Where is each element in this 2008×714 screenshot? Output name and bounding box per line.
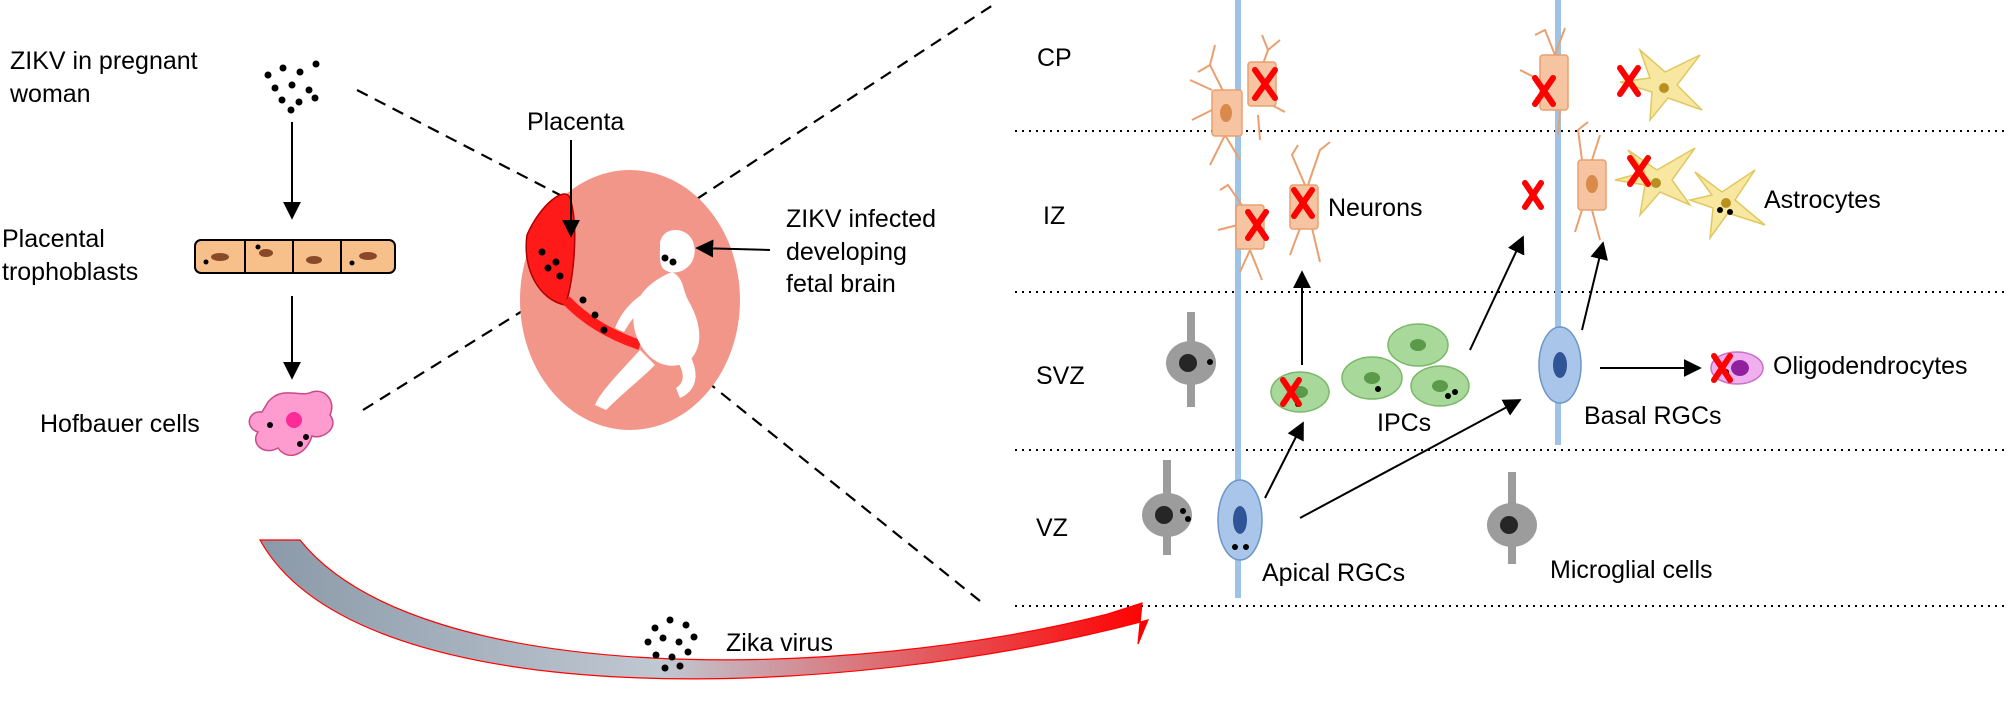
- cell-label-microglial: Microglial cells: [1550, 556, 1713, 584]
- cell-label-basal-rgcs: Basal RGCs: [1584, 402, 1722, 430]
- label-placental-trophoblasts: Placental trophoblasts: [2, 223, 138, 288]
- cell-label-oligodendrocytes: Oligodendrocytes: [1773, 352, 1968, 380]
- cell-death-crosses: [1245, 65, 1733, 407]
- label-zikv-pregnant-line2: woman: [10, 79, 91, 108]
- label-zikv-pregnant-line1: ZIKV in pregnant: [10, 47, 198, 75]
- cell-label-ipcs: IPCs: [1377, 409, 1432, 437]
- zikv-virus-dots: [264, 60, 320, 114]
- label-trophoblasts-line1: Placental: [2, 225, 105, 253]
- differentiation-arrows: [1264, 235, 1702, 519]
- label-zika-virus: Zika virus: [726, 629, 833, 657]
- zone-label-iz: IZ: [1043, 202, 1066, 230]
- label-zikv-infected-line3: fetal brain: [786, 270, 896, 298]
- curved-arrow: [258, 539, 1150, 680]
- astrocyte-nuclei: [1651, 83, 1731, 208]
- cell-label-apical-rgcs: Apical RGCs: [1262, 559, 1406, 587]
- label-zikv-pregnant: ZIKV in pregnant woman: [10, 45, 198, 110]
- zone-label-cp: CP: [1037, 44, 1072, 72]
- zoom-lines: [356, 4, 994, 606]
- label-placenta: Placenta: [527, 108, 625, 136]
- cell-label-neurons: Neurons: [1328, 194, 1423, 222]
- zika-virus-legend-dots: [644, 616, 698, 672]
- microglial-cells: [1142, 312, 1537, 564]
- fetal-brain-pointer: [695, 239, 771, 258]
- astrocyte-cells: [1614, 47, 1766, 241]
- zone-label-svz: SVZ: [1036, 362, 1085, 390]
- neuron-cells: [1189, 27, 1601, 281]
- label-trophoblasts-line2: trophoblasts: [2, 257, 139, 286]
- trophoblast-layer: [194, 239, 396, 274]
- uterus-fetus-icon: [520, 170, 740, 430]
- hofbauer-cell-icon: [248, 390, 334, 457]
- apical-rgc-cell: [1217, 479, 1263, 561]
- neuron-bodies: [1211, 54, 1607, 250]
- label-hofbauer-cells: Hofbauer cells: [40, 410, 200, 438]
- ipc-cells: [1270, 323, 1470, 413]
- zone-boundaries: [1015, 130, 2008, 607]
- basal-rgc-cell: [1538, 326, 1582, 404]
- label-zikv-infected-brain: ZIKV infected developing fetal brain: [786, 203, 936, 301]
- cell-label-astrocytes: Astrocytes: [1764, 186, 1881, 214]
- zone-label-vz: VZ: [1036, 514, 1068, 542]
- label-zikv-infected-line2: developing: [786, 237, 907, 266]
- label-zikv-infected-line1: ZIKV infected: [786, 205, 937, 233]
